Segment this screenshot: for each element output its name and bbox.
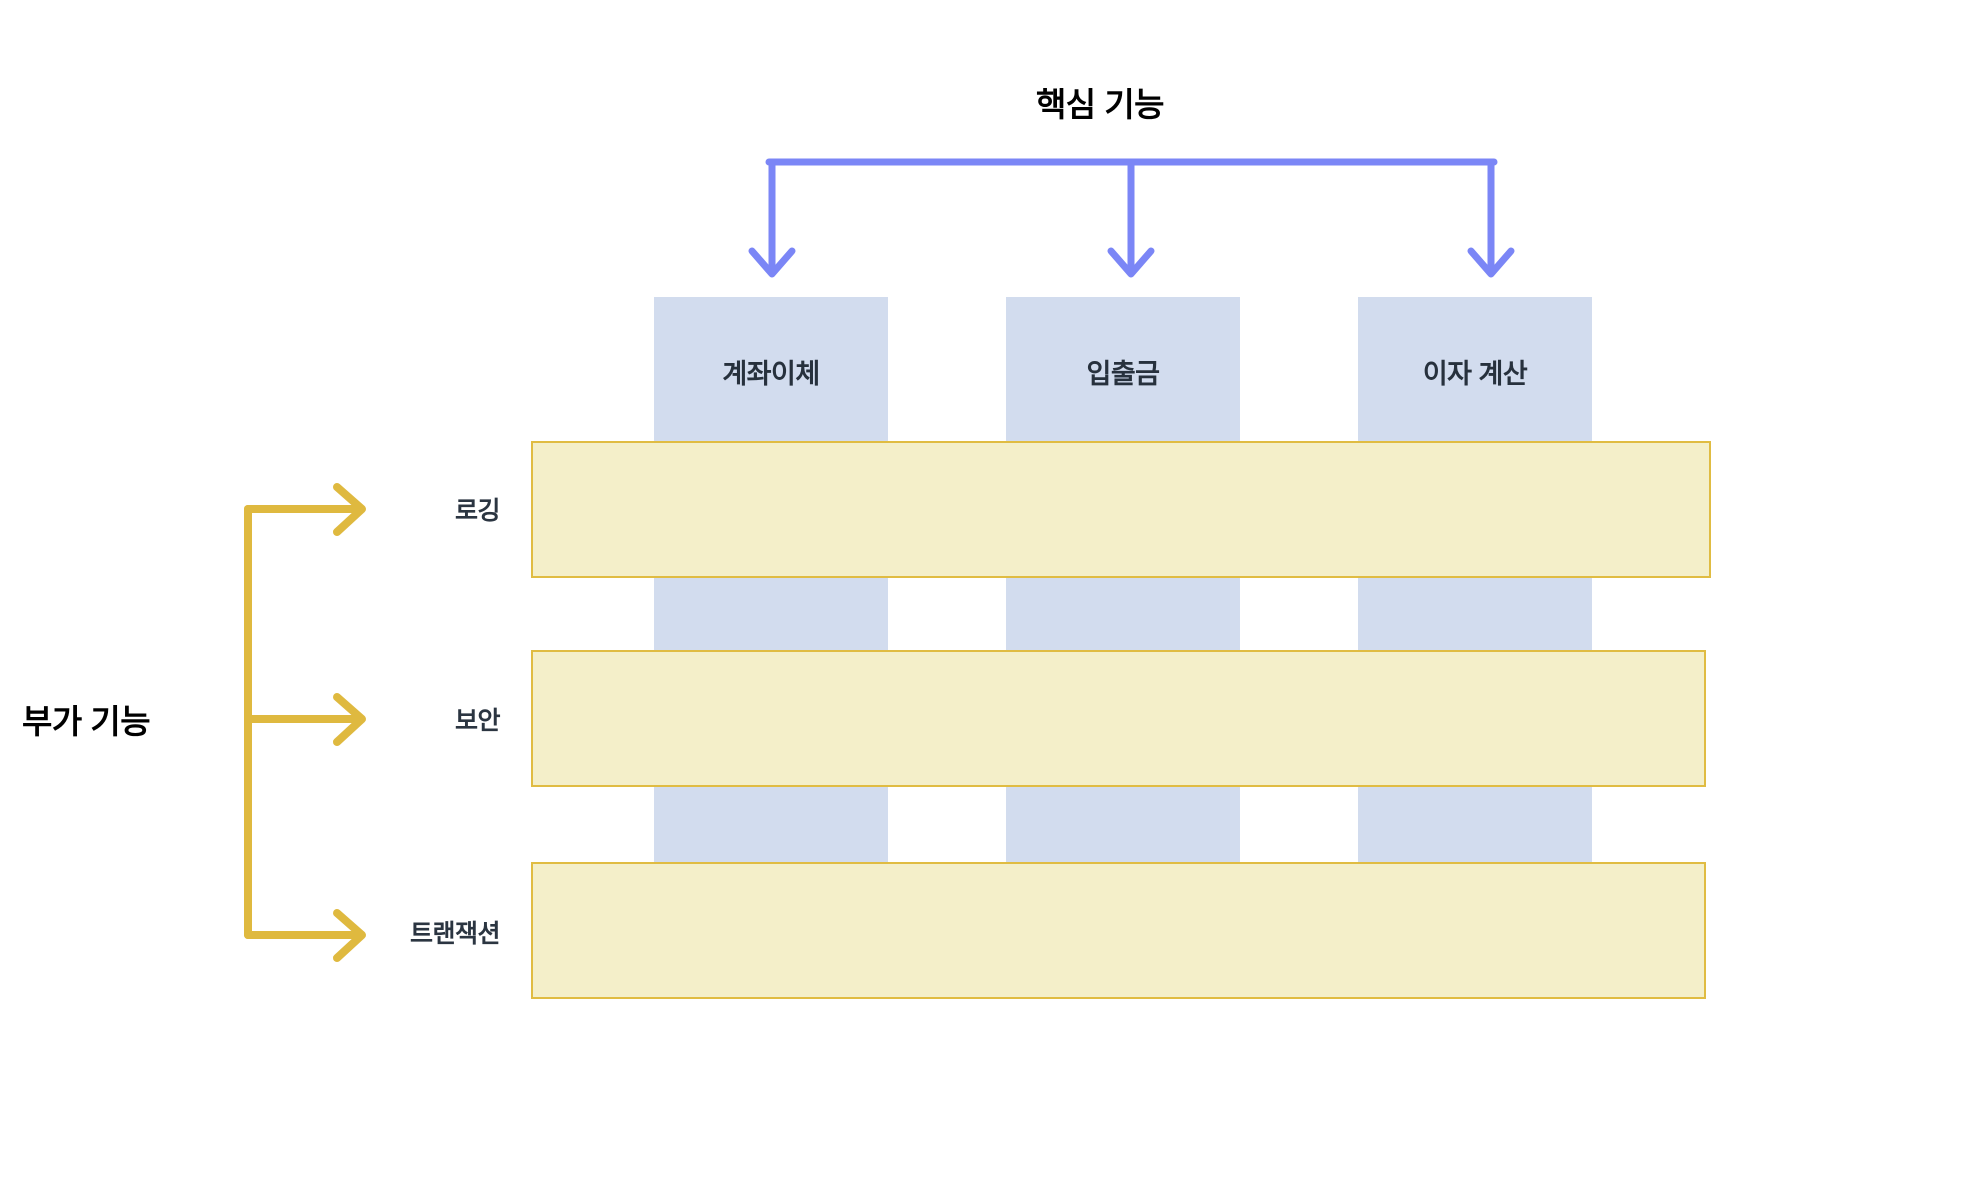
cross-bar-row-1[interactable] xyxy=(531,441,1711,578)
core-band-column-1[interactable]: 계좌이체 xyxy=(654,297,888,901)
cross-bar-row-3[interactable] xyxy=(531,862,1706,999)
core-group-title: 핵심 기능 xyxy=(1035,86,1165,123)
row-label-security: 보안 xyxy=(454,707,501,735)
extra-group-title: 부가 기능 xyxy=(22,703,151,740)
core-band-column-3[interactable]: 이자 계산 xyxy=(1358,297,1592,901)
core-band-label-3: 이자 계산 xyxy=(1422,359,1528,389)
core-connector-group xyxy=(748,158,1515,278)
row-label-logging: 로깅 xyxy=(454,497,501,525)
row-label-transaction: 트랜잭션 xyxy=(409,920,501,948)
cross-bar-row-2[interactable] xyxy=(531,650,1706,787)
core-band-label-1: 계좌이체 xyxy=(722,359,820,389)
core-band-label-2: 입출금 xyxy=(1086,359,1160,389)
core-arrowhead-icon-3 xyxy=(1467,247,1515,278)
core-arrowhead-icon-1 xyxy=(748,247,796,278)
core-arrowhead-icon-2 xyxy=(1107,247,1155,278)
core-band-column-2[interactable]: 입출금 xyxy=(1006,297,1240,901)
